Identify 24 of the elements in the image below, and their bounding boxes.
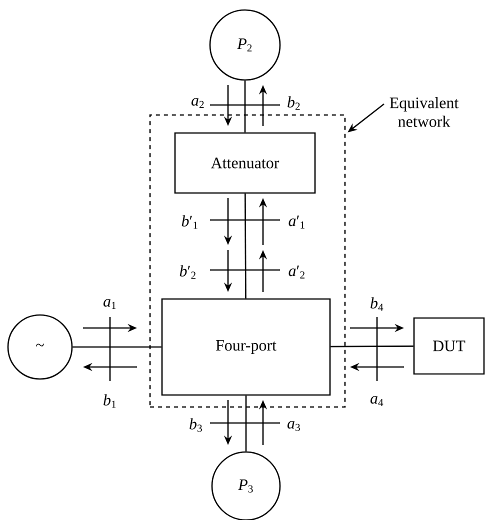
wave-label: a$_{3}$ (287, 421, 300, 432)
connection-line (244, 194, 246, 298)
wave-label: a$_{2}$ (191, 98, 204, 108)
wave-label: b′$_{2}$ (180, 265, 196, 279)
connection-line (244, 80, 246, 132)
wave-label: b$_{1}$ (104, 394, 116, 408)
wave-label: b$_{2}$ (288, 96, 300, 110)
circle-node: ~ (7, 314, 73, 380)
wave-label: b′$_{1}$ (182, 215, 198, 229)
connection-line (330, 346, 414, 348)
annotation-text: Equivalent network (390, 97, 459, 127)
connection-line (245, 396, 247, 452)
wave-label: a′$_{2}$ (288, 266, 304, 278)
connection-line (72, 346, 162, 348)
block-box: Four-port (161, 298, 331, 396)
wave-label: a$_{4}$ (370, 396, 384, 406)
wave-label: b$_{4}$ (370, 297, 384, 311)
wave-label: a′$_{1}$ (288, 216, 304, 228)
wave-label: a$_{1}$ (103, 299, 116, 309)
dashed-boundary (149, 114, 346, 408)
wave-label: b$_{3}$ (190, 418, 202, 432)
circle-node: P$_{2}$ (209, 9, 281, 81)
block-box: DUT (413, 317, 485, 375)
block-box: Attenuator (174, 132, 316, 194)
